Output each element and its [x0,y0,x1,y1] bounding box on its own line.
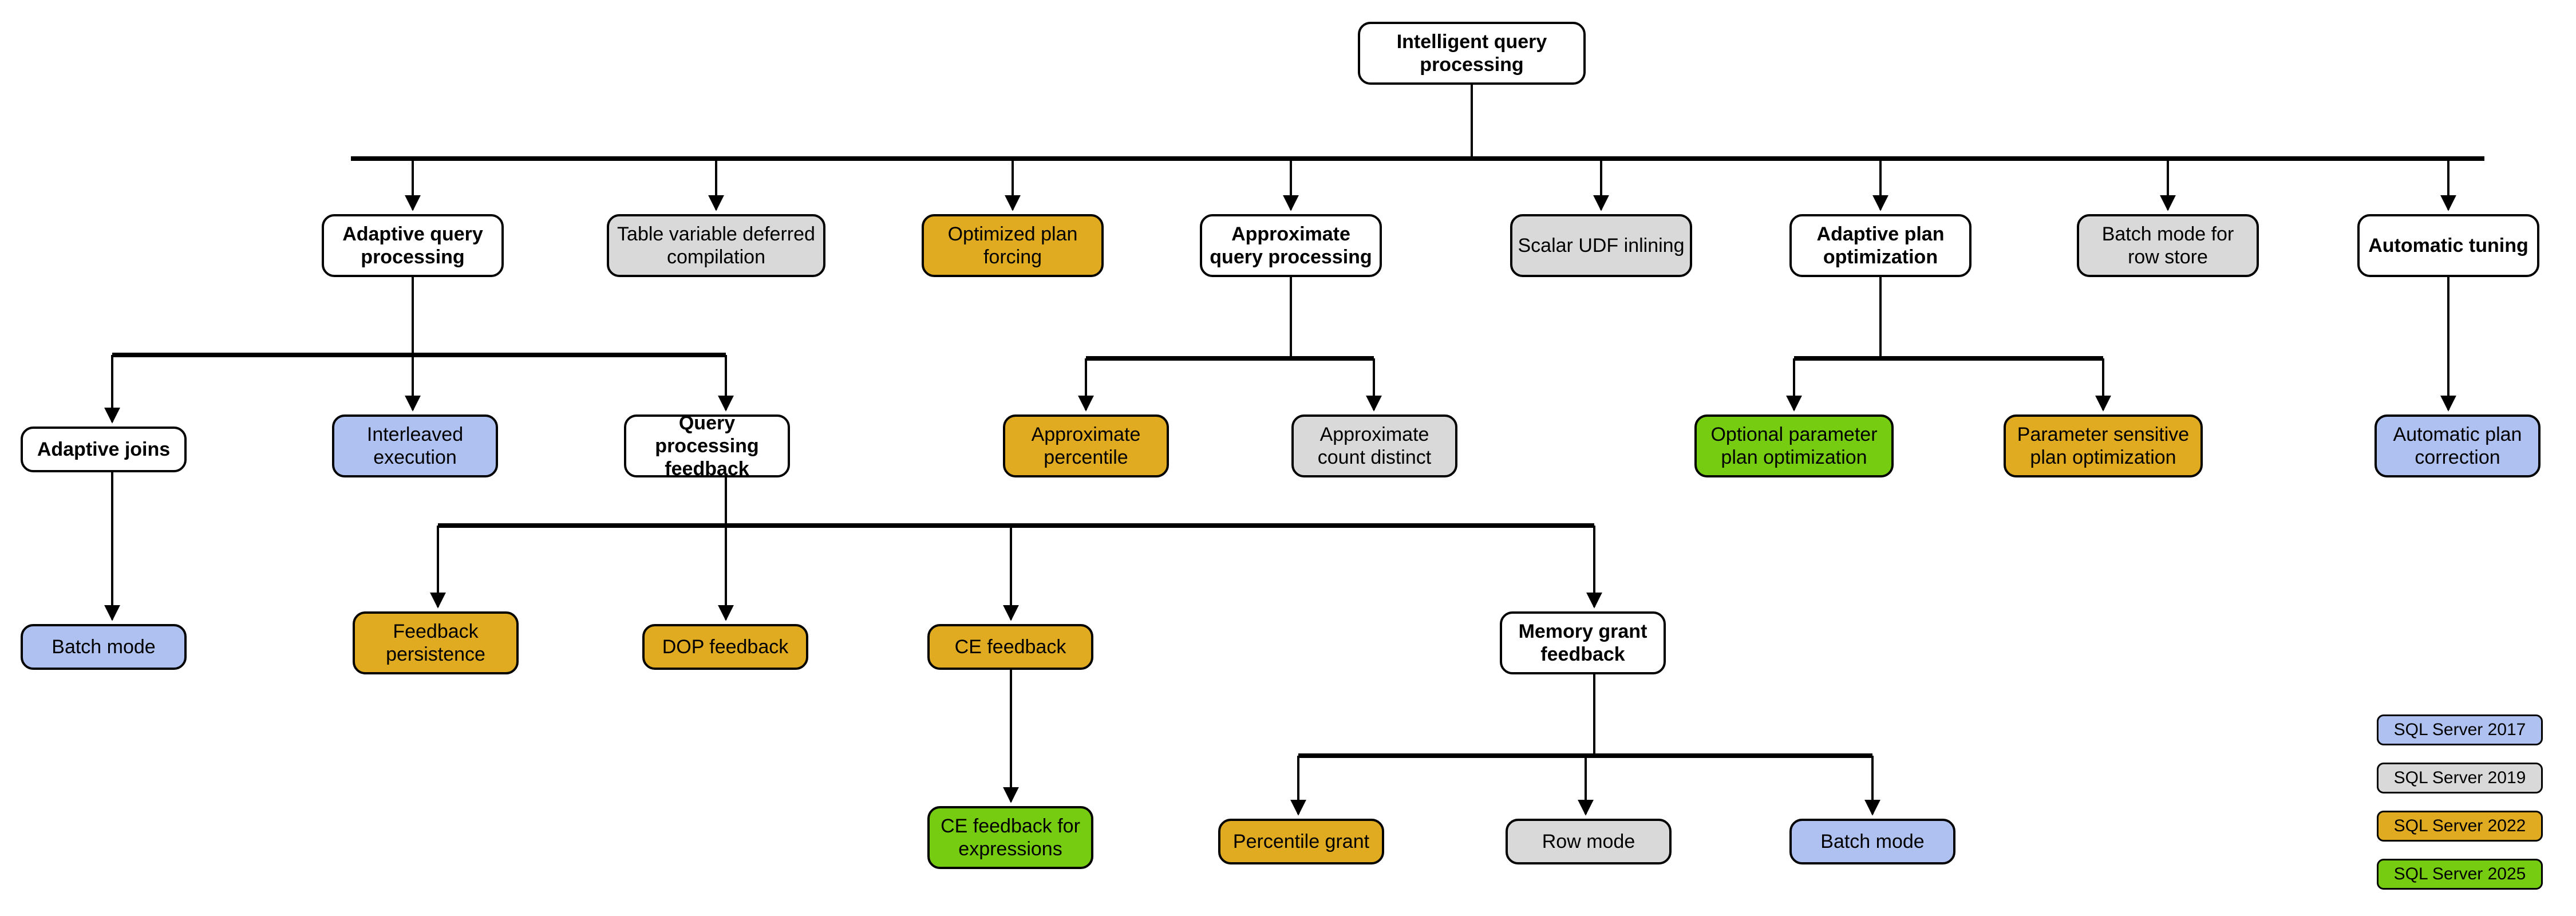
node-label-optional-param: Optional parameter plan optimization [1710,423,1878,468]
node-adaptive-joins[interactable]: Adaptive joins [21,427,187,472]
node-label-auto-plan-corr: Automatic plan correction [2393,423,2522,468]
node-root[interactable]: Intelligent query processing [1358,22,1586,85]
node-dop-feedback[interactable]: DOP feedback [642,624,808,670]
node-tablevar[interactable]: Table variable deferred compilation [607,214,825,277]
node-label-auto-tuning: Automatic tuning [2368,234,2528,256]
node-label-percentile-grant: Percentile grant [1232,830,1370,852]
node-adaptive-qp[interactable]: Adaptive query processing [322,214,504,277]
node-label-approx-count: Approximate count distinct [1317,423,1432,468]
node-label-scalar-udf: Scalar UDF inlining [1518,234,1685,256]
node-label-adaptive-qp: Adaptive query processing [342,223,483,268]
node-interleaved[interactable]: Interleaved execution [332,414,498,477]
node-feedback-persist[interactable]: Feedback persistence [353,611,519,674]
node-label-row-mode: Row mode [1542,830,1635,852]
legend-2019-label: SQL Server 2019 [2393,768,2526,787]
node-adaptive-plan-opt[interactable]: Adaptive plan optimization [1789,214,1971,277]
node-percentile-grant[interactable]: Percentile grant [1218,819,1384,864]
node-auto-plan-corr[interactable]: Automatic plan correction [2374,414,2541,477]
node-memory-grant[interactable]: Memory grant feedback [1500,611,1666,674]
legend-2022-label: SQL Server 2022 [2393,816,2526,835]
node-batch-mode-aj[interactable]: Batch mode [21,624,187,670]
node-label-root: Intelligent query processing [1396,30,1547,76]
node-row-mode[interactable]: Row mode [1506,819,1672,864]
node-label-qp-feedback: Query processing feedback [655,412,759,480]
node-scalar-udf[interactable]: Scalar UDF inlining [1510,214,1692,277]
node-label-ce-feedback: CE feedback [954,635,1066,658]
legend-2022[interactable]: SQL Server 2022 [2377,811,2543,842]
node-label-approx-percentile: Approximate percentile [1031,423,1141,468]
node-label-memory-grant: Memory grant feedback [1518,620,1647,665]
node-auto-tuning[interactable]: Automatic tuning [2357,214,2539,277]
legend-2025-label: SQL Server 2025 [2393,864,2526,883]
node-label-interleaved: Interleaved execution [366,423,464,468]
node-param-sensitive[interactable]: Parameter sensitive plan optimization [2004,414,2203,477]
node-label-adaptive-joins: Adaptive joins [37,438,171,460]
node-label-approx-qp: Approximate query processing [1210,223,1372,268]
legend-2017[interactable]: SQL Server 2017 [2377,714,2543,745]
node-ce-expr[interactable]: CE feedback for expressions [927,806,1093,869]
node-label-opt-plan-forcing: Optimized plan forcing [947,223,1078,268]
node-ce-feedback[interactable]: CE feedback [927,624,1093,670]
node-label-adaptive-plan-opt: Adaptive plan optimization [1816,223,1945,268]
node-batch-row-store[interactable]: Batch mode for row store [2077,214,2259,277]
node-opt-plan-forcing[interactable]: Optimized plan forcing [922,214,1104,277]
node-batch-mode-mg[interactable]: Batch mode [1789,819,1955,864]
legend-2019[interactable]: SQL Server 2019 [2377,763,2543,793]
node-approx-percentile[interactable]: Approximate percentile [1003,414,1169,477]
node-approx-count[interactable]: Approximate count distinct [1291,414,1457,477]
legend-2017-label: SQL Server 2017 [2393,720,2526,739]
node-label-param-sensitive: Parameter sensitive plan optimization [2017,423,2190,468]
node-qp-feedback[interactable]: Query processing feedback [624,412,790,480]
node-approx-qp[interactable]: Approximate query processing [1200,214,1382,277]
legend-2025[interactable]: SQL Server 2025 [2377,859,2543,890]
node-label-tablevar: Table variable deferred compilation [617,223,815,268]
node-label-batch-mode-aj: Batch mode [52,635,156,658]
node-label-dop-feedback: DOP feedback [662,635,789,658]
node-label-ce-expr: CE feedback for expressions [941,815,1080,860]
node-label-batch-row-store: Batch mode for row store [2101,223,2234,268]
node-label-batch-mode-mg: Batch mode [1820,830,1925,852]
node-label-feedback-persist: Feedback persistence [386,620,485,665]
node-optional-param[interactable]: Optional parameter plan optimization [1694,414,1894,477]
